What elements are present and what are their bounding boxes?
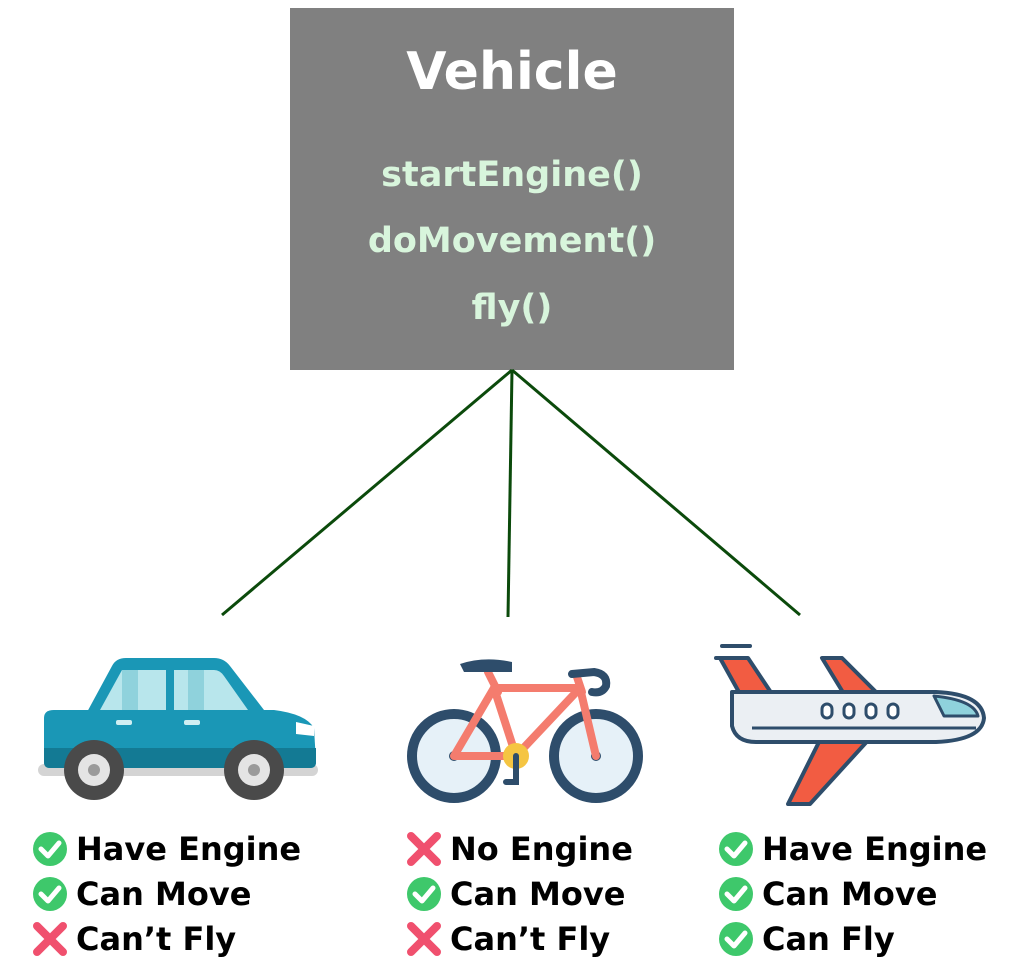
car-feature-engine: Have Engine (32, 826, 301, 871)
bicycle-feature-list: No Engine Can Move Can’t Fly (406, 826, 633, 961)
feature-text: Can’t Fly (450, 919, 611, 958)
feature-text: Can’t Fly (76, 919, 237, 958)
feature-text: Have Engine (76, 829, 302, 868)
feature-text: Have Engine (762, 829, 988, 868)
car-icon (38, 658, 318, 800)
inheritance-connectors (221, 368, 801, 618)
feature-text: Can Fly (762, 919, 895, 958)
check-icon (719, 831, 753, 866)
bicycle-feature-move: Can Move (406, 871, 633, 916)
feature-text: Can Move (762, 874, 938, 913)
bicycle-feature-fly: Can’t Fly (406, 916, 633, 961)
feature-text: Can Move (76, 874, 252, 913)
airplane-feature-move: Can Move (718, 871, 987, 916)
airplane-feature-engine: Have Engine (718, 826, 987, 871)
airplane-feature-list: Have Engine Can Move Can Fly (718, 826, 987, 961)
feature-text: No Engine (450, 829, 633, 868)
bicycle-icon (407, 659, 643, 803)
cross-icon (407, 831, 441, 866)
check-icon (33, 831, 67, 866)
check-icon (719, 921, 753, 956)
bicycle-feature-engine: No Engine (406, 826, 633, 871)
method-fly: fly() (471, 288, 553, 328)
vehicle-class-box: Vehicle startEngine() doMovement() fly() (290, 8, 734, 370)
cross-icon (407, 921, 441, 956)
car-feature-fly: Can’t Fly (32, 916, 301, 961)
airplane-icon (714, 644, 986, 806)
connector-to-car (221, 368, 513, 617)
method-start-engine: startEngine() (381, 155, 643, 195)
check-icon (407, 876, 441, 911)
class-title: Vehicle (406, 42, 618, 102)
car-feature-move: Can Move (32, 871, 301, 916)
check-icon (719, 876, 753, 911)
feature-text: Can Move (450, 874, 626, 913)
connector-to-airplane (511, 368, 801, 617)
airplane-feature-fly: Can Fly (718, 916, 987, 961)
connector-to-bicycle (506, 369, 514, 618)
method-do-movement: doMovement() (367, 221, 657, 261)
car-feature-list: Have Engine Can Move Can’t Fly (32, 826, 301, 961)
cross-icon (33, 921, 67, 956)
check-icon (33, 876, 67, 911)
